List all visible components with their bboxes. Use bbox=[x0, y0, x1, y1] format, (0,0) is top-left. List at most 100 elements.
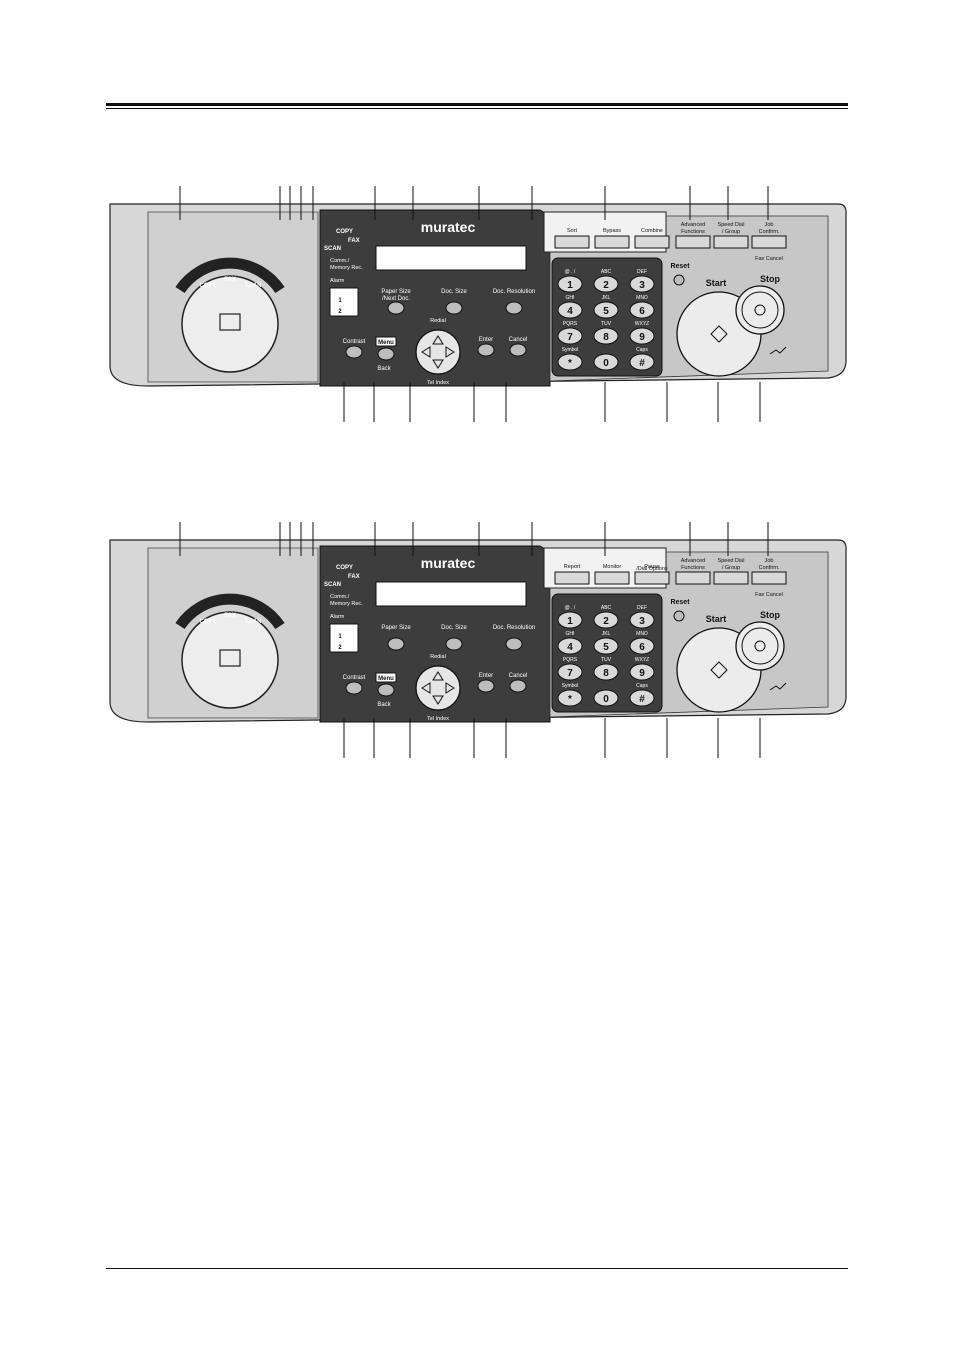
stop-button[interactable] bbox=[735, 621, 785, 671]
top-key-4[interactable] bbox=[675, 571, 711, 585]
keypad-sub-label: GHI bbox=[566, 631, 575, 637]
keypad-key-9[interactable] bbox=[629, 327, 655, 345]
keypad-key-#[interactable] bbox=[629, 689, 655, 707]
cancel-button[interactable] bbox=[509, 343, 527, 357]
energy-star-logo bbox=[769, 682, 787, 691]
keypad-key-8[interactable] bbox=[593, 327, 619, 345]
tray-1-label: 1 bbox=[338, 634, 342, 640]
keypad-digit: 0 bbox=[603, 694, 609, 705]
top-key-1[interactable] bbox=[554, 235, 590, 249]
keypad-digit: 3 bbox=[639, 280, 645, 291]
stop-ring bbox=[741, 291, 779, 329]
doc-size-button[interactable] bbox=[445, 637, 463, 651]
start-label: Start bbox=[706, 614, 727, 624]
nav-down-icon[interactable] bbox=[432, 695, 444, 705]
fax-cancel-label: Fax Cancel bbox=[755, 256, 783, 262]
doc-size-button[interactable] bbox=[445, 301, 463, 315]
footer-rule bbox=[106, 1268, 848, 1269]
doc-resolution-button[interactable] bbox=[505, 637, 523, 651]
top-key-5[interactable] bbox=[713, 571, 749, 585]
fax-label: FAX bbox=[348, 574, 360, 580]
keypad-key-3[interactable] bbox=[629, 611, 655, 629]
keypad-digit: 1 bbox=[567, 616, 573, 627]
top-key-sublabel: / Group bbox=[722, 229, 740, 235]
paper-size-button[interactable] bbox=[387, 301, 405, 315]
keypad-key-4[interactable] bbox=[557, 637, 583, 655]
stop-button[interactable] bbox=[735, 285, 785, 335]
nav-right-icon[interactable] bbox=[445, 682, 455, 694]
top-key-6[interactable] bbox=[751, 571, 787, 585]
keypad-key-#[interactable] bbox=[629, 353, 655, 371]
keypad-key-2[interactable] bbox=[593, 275, 619, 293]
keypad-key-8[interactable] bbox=[593, 663, 619, 681]
enter-button[interactable] bbox=[477, 343, 495, 357]
keypad-digit: 7 bbox=[567, 668, 573, 679]
navigation-pad[interactable] bbox=[415, 665, 461, 711]
redial-label: Redial bbox=[430, 318, 446, 324]
mode-dial[interactable] bbox=[181, 611, 279, 709]
nav-up-icon[interactable] bbox=[432, 335, 444, 345]
keypad-key-5[interactable] bbox=[593, 301, 619, 319]
nav-right-icon[interactable] bbox=[445, 346, 455, 358]
top-key-label: Combine bbox=[641, 228, 663, 234]
reset-button[interactable] bbox=[673, 274, 685, 286]
top-key-sublabel: Confirm. bbox=[759, 565, 780, 571]
menu-button[interactable] bbox=[377, 347, 395, 361]
doc-resolution-button[interactable] bbox=[505, 301, 523, 315]
keypad-key-9[interactable] bbox=[629, 663, 655, 681]
keypad-key-3[interactable] bbox=[629, 275, 655, 293]
keypad-key-1[interactable] bbox=[557, 611, 583, 629]
top-key-2[interactable] bbox=[594, 235, 630, 249]
keypad-sub-label: PQRS bbox=[563, 657, 578, 663]
top-key-5[interactable] bbox=[713, 235, 749, 249]
nav-down-icon[interactable] bbox=[432, 359, 444, 369]
lcd-display bbox=[375, 245, 527, 271]
top-key-sublabel: Functions bbox=[681, 229, 705, 235]
top-key-3[interactable] bbox=[634, 571, 670, 585]
mode-dial[interactable] bbox=[181, 275, 279, 373]
keypad-key-*[interactable] bbox=[557, 689, 583, 707]
header-rule-thin bbox=[106, 108, 848, 109]
top-key-label: Speed Dial bbox=[718, 222, 745, 228]
top-key-3[interactable] bbox=[634, 235, 670, 249]
navigation-pad[interactable] bbox=[415, 329, 461, 375]
keypad-sub-label: TUV bbox=[601, 321, 612, 327]
stop-label: Stop bbox=[760, 610, 780, 620]
back-label: Back bbox=[377, 366, 391, 372]
nav-left-icon[interactable] bbox=[421, 346, 431, 358]
reset-label: Reset bbox=[670, 599, 690, 606]
keypad-key-6[interactable] bbox=[629, 301, 655, 319]
keypad-digit: 4 bbox=[567, 642, 573, 653]
tel-index-label: Tel Index bbox=[427, 716, 449, 722]
keypad-key-5[interactable] bbox=[593, 637, 619, 655]
top-key-6[interactable] bbox=[751, 235, 787, 249]
top-key-2[interactable] bbox=[594, 571, 630, 585]
keypad-key-7[interactable] bbox=[557, 327, 583, 345]
keypad-key-*[interactable] bbox=[557, 353, 583, 371]
keypad-key-0[interactable] bbox=[593, 353, 619, 371]
keypad-key-7[interactable] bbox=[557, 663, 583, 681]
keypad-key-4[interactable] bbox=[557, 301, 583, 319]
paper-size-button-label: Paper Size bbox=[381, 625, 411, 631]
keypad-key-6[interactable] bbox=[629, 637, 655, 655]
keypad-sub-label: MNO bbox=[636, 295, 648, 301]
nav-left-icon[interactable] bbox=[421, 682, 431, 694]
top-key-4[interactable] bbox=[675, 235, 711, 249]
keypad-key-1[interactable] bbox=[557, 275, 583, 293]
mode-ring-scan: SCAN bbox=[244, 619, 261, 625]
contrast-button[interactable] bbox=[345, 681, 363, 695]
redial-label: Redial bbox=[430, 654, 446, 660]
memory-indicator-label: Memory Rec. bbox=[330, 265, 363, 271]
cancel-button[interactable] bbox=[509, 679, 527, 693]
keypad-key-0[interactable] bbox=[593, 689, 619, 707]
enter-button[interactable] bbox=[477, 679, 495, 693]
paper-size-button[interactable] bbox=[387, 637, 405, 651]
stop-icon bbox=[754, 304, 766, 316]
top-key-1[interactable] bbox=[554, 571, 590, 585]
menu-button[interactable] bbox=[377, 683, 395, 697]
keypad-key-2[interactable] bbox=[593, 611, 619, 629]
reset-button[interactable] bbox=[673, 610, 685, 622]
contrast-button[interactable] bbox=[345, 345, 363, 359]
nav-up-icon[interactable] bbox=[432, 671, 444, 681]
